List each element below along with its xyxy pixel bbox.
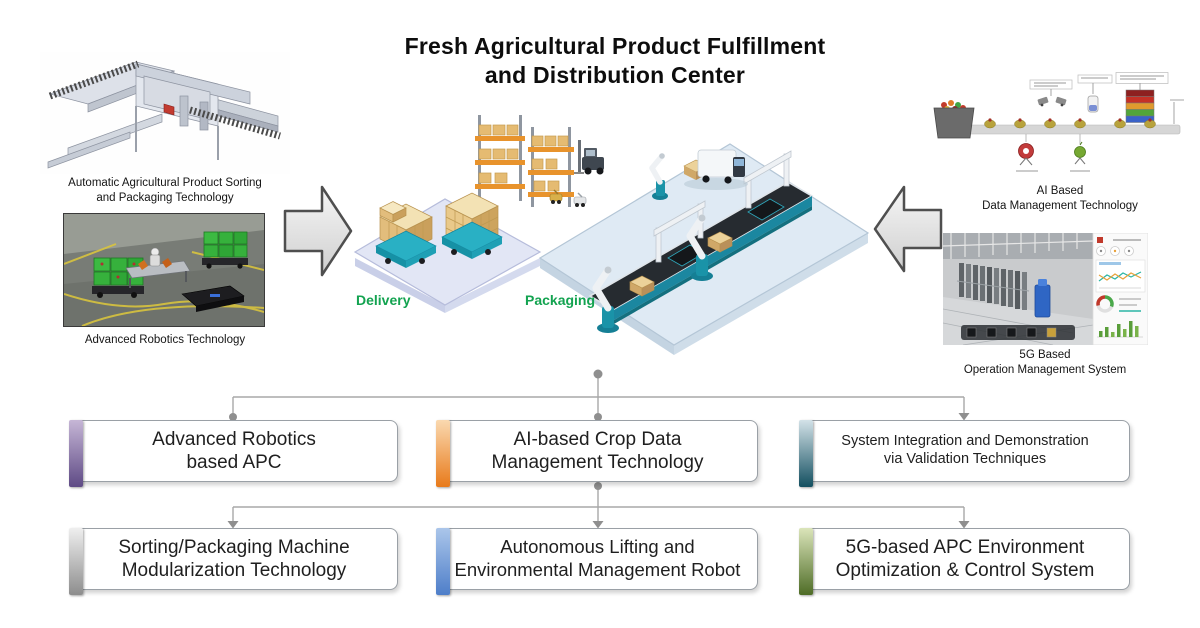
tree-box-label: Advanced Robotics based APC [71,428,397,474]
blue-machine [1034,284,1051,318]
label-line: Advanced Robotics [152,428,316,450]
pallet-robots [549,189,587,207]
warehouse-racks [956,263,1030,310]
label-line: 5G-based APC Environment [845,536,1085,558]
grade-stack-icon [1125,89,1155,123]
title-line-1: Fresh Agricultural Product Fulfillment [404,33,826,59]
fruit-items [984,118,1156,129]
caption-line: 5G Based [1019,349,1071,361]
robotics-caption: Advanced Robotics Technology [40,333,290,348]
delivery-label: Delivery [356,292,411,308]
arrow-left-icon [872,184,944,274]
caption-line: Advanced Robotics Technology [84,334,246,346]
accent-bar-blue [436,528,450,595]
forklift-icon [574,140,604,175]
sorting-robot [125,247,191,288]
og-dashboard-image [943,233,1148,345]
fulfillment-center-illustration [350,100,875,370]
tree-box-system-integration: System Integration and Demonstration via… [799,420,1130,487]
agv-with-boxes [375,201,437,268]
accent-bar-orange [436,420,450,487]
shelf-racks [475,115,574,207]
label-line: Optimization & Control System [835,560,1095,581]
tree-box-label: 5G-based APC Environment Optimization & … [801,536,1129,582]
og-caption: 5G Based Operation Management System [925,348,1165,378]
advanced-robotics-image [63,213,265,327]
arrow-right-icon [282,183,354,279]
viewer-toolbar [961,325,1075,340]
inspection-machines [1016,134,1090,172]
tree-box-label: AI-based Crop Data Management Technology [438,428,757,474]
camera-icons [1037,96,1067,107]
label-line: via Validation Techniques [883,451,1047,467]
label-line: System Integration and Demonstration [841,433,1089,450]
tree-box-5g-apc-environment: 5G-based APC Environment Optimization & … [799,528,1130,595]
crate-stack [202,231,248,269]
dashboard-panel [1092,233,1148,345]
caption-line: AI Based [1036,185,1084,197]
label-line: Modularization Technology [121,560,347,581]
label-line: Management Technology [491,452,704,473]
tree-box-label: System Integration and Demonstration via… [801,433,1129,468]
sensor-icon [1087,95,1099,113]
tree-box-ai-crop-data: AI-based Crop Data Management Technology [436,420,758,487]
red-component [163,103,175,116]
accent-bar-gray [69,528,83,595]
agv-vehicle [181,285,245,312]
label-line: based APC [186,452,282,473]
label-line: Environmental Management Robot [454,559,741,580]
caption-line: Operation Management System [963,364,1127,377]
accent-bar-purple [69,420,83,487]
crate-stack [92,257,144,298]
packaging-label: Packaging [525,292,596,308]
accent-bar-teal [799,420,813,487]
ai-data-management-image [930,72,1186,182]
tree-box-advanced-robotics-apc: Advanced Robotics based APC [69,420,398,487]
tree-box-label: Autonomous Lifting and Environmental Man… [438,536,757,581]
label-line: AI-based Crop Data [513,428,682,450]
caption-line: Data Management Technology [982,200,1138,213]
robot-arms [592,153,713,333]
caption-line: Automatic Agricultural Product Sorting [68,177,262,189]
agv-with-boxes [441,192,503,259]
sorting-machine-cad-image [40,52,290,174]
tree-box-autonomous-lifting: Autonomous Lifting and Environmental Man… [436,528,758,595]
caption-line: and Packaging Technology [96,192,234,205]
ai-caption: AI Based Data Management Technology [950,184,1170,214]
accent-bar-green [799,528,813,595]
tree-box-sorting-packaging-machine: Sorting/Packaging Machine Modularization… [69,528,398,595]
tree-box-label: Sorting/Packaging Machine Modularization… [71,536,397,582]
label-line: Autonomous Lifting and [500,536,695,558]
sorting-machine-caption: Automatic Agricultural Product Sorting a… [25,176,305,206]
label-line: Sorting/Packaging Machine [118,536,350,558]
truck-icon [683,149,748,190]
produce-bin [933,100,975,139]
title-line-2: and Distribution Center [484,62,746,89]
page-title: Fresh Agricultural Product Fulfillment a… [300,32,930,91]
